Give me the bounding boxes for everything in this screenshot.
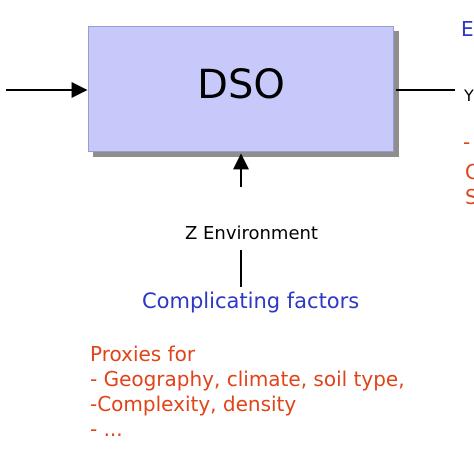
right-edge-output-label: Y	[464, 86, 474, 105]
list-item: - ...	[90, 417, 123, 441]
proxies-list: Proxies for - Geography, climate, soil t…	[90, 342, 405, 442]
list-item: Proxies for	[90, 342, 196, 366]
z-environment-label: Z Environment	[185, 223, 318, 244]
complicating-factors-title: Complicating factors	[142, 289, 360, 313]
list-item: - Geography, climate, soil type,	[90, 367, 405, 391]
right-edge-top-text: Ex	[461, 17, 474, 41]
dso-box: DSO	[88, 26, 394, 152]
right-edge-dash: -	[463, 130, 471, 154]
dso-label: DSO	[197, 62, 285, 108]
right-edge-line2: S	[465, 185, 474, 209]
list-item: -Complexity, density	[90, 392, 297, 416]
right-edge-line1: C	[465, 160, 474, 184]
